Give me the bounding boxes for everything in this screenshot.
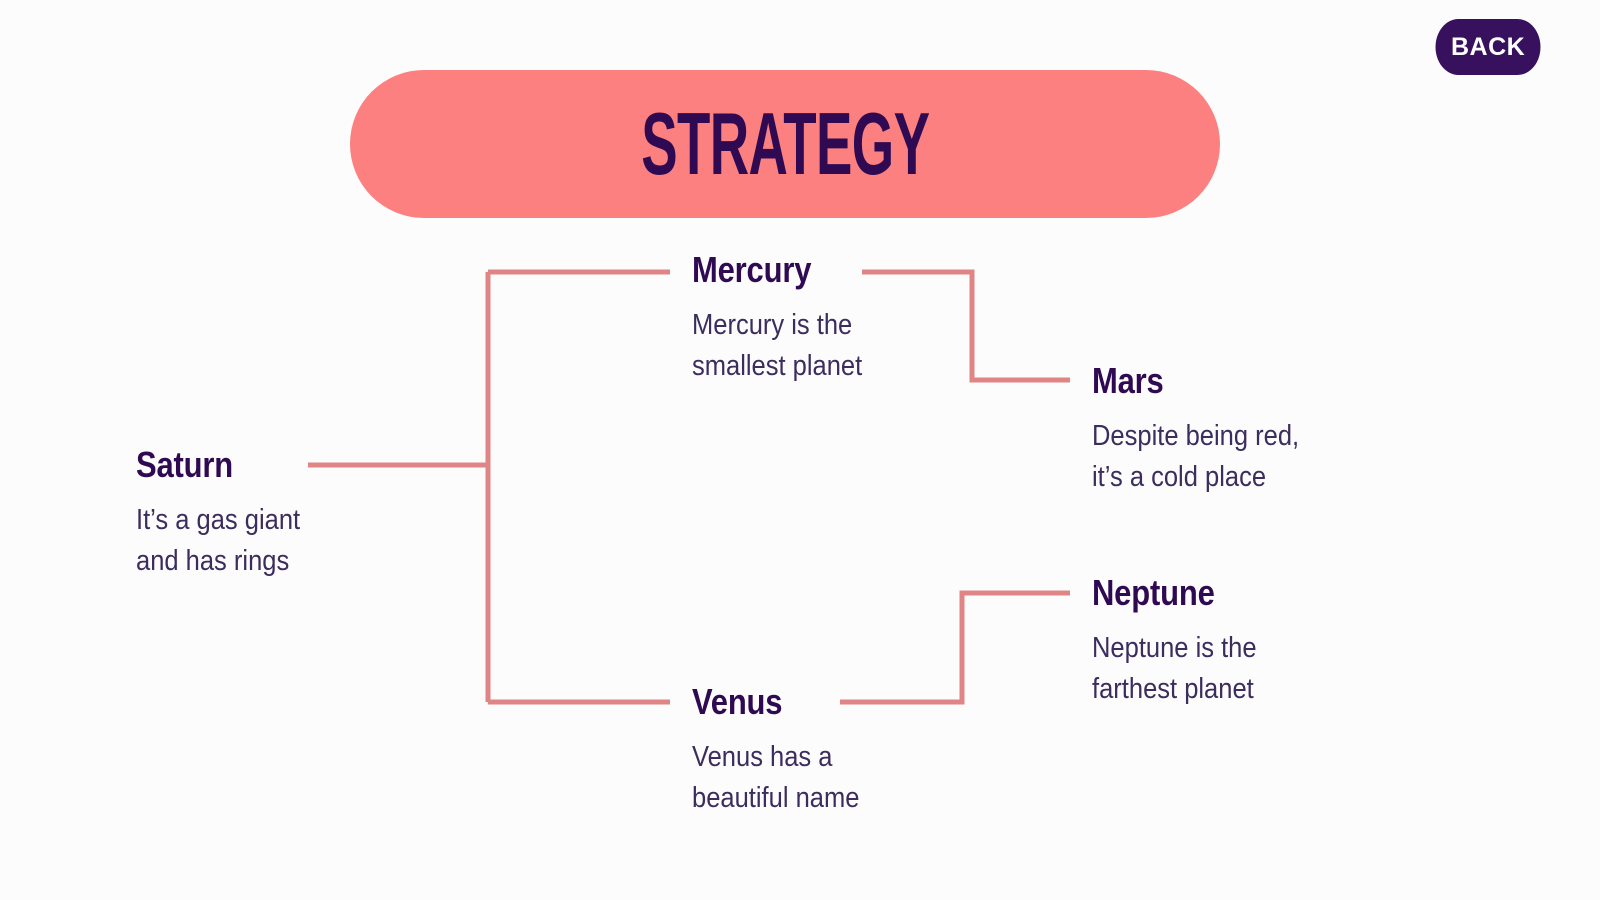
back-button-label: BACK (1450, 32, 1526, 61)
node-venus-description: Venus has a beautiful name (692, 741, 860, 815)
node-neptune-description: Neptune is the farthest planet (1092, 632, 1257, 706)
page-title-pill: STRATEGY (350, 70, 1220, 218)
node-mars[interactable]: Mars Despite being red, it’s a cold plac… (1092, 363, 1422, 498)
node-neptune-title: Neptune (1092, 572, 1215, 613)
node-neptune[interactable]: Neptune Neptune is the farthest planet (1092, 575, 1422, 710)
node-mercury-title: Mercury (692, 249, 812, 290)
node-saturn-title: Saturn (136, 444, 234, 485)
node-mars-description: Despite being red, it’s a cold place (1092, 420, 1300, 494)
back-button[interactable]: BACK (1435, 19, 1541, 75)
node-mercury[interactable]: Mercury Mercury is the smallest planet (692, 252, 1022, 387)
page-title: STRATEGY (640, 94, 930, 193)
node-mars-title: Mars (1092, 360, 1164, 401)
node-saturn[interactable]: Saturn It’s a gas giant and has rings (136, 447, 466, 582)
node-saturn-description: It’s a gas giant and has rings (136, 504, 301, 578)
node-venus-title: Venus (692, 681, 783, 722)
node-venus[interactable]: Venus Venus has a beautiful name (692, 684, 1022, 819)
node-mercury-description: Mercury is the smallest planet (692, 309, 863, 383)
